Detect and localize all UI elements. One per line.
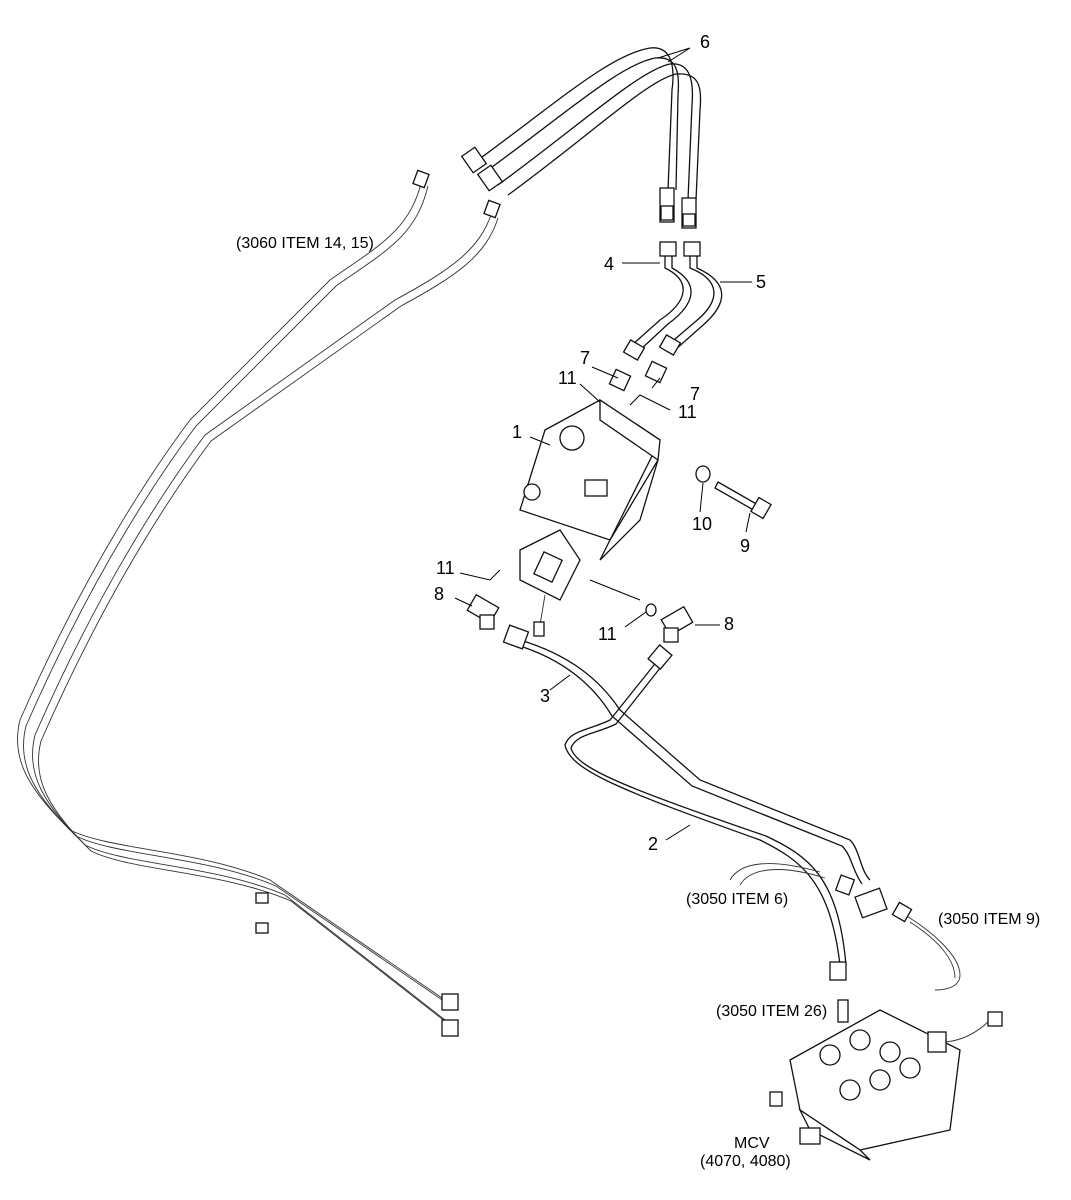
tubes-item-3060 (17, 169, 501, 1037)
callout-4: 4 (604, 254, 614, 274)
callout-11-upper-right: 11 (678, 402, 697, 422)
valve-block-item-1 (519, 398, 661, 637)
callout-7-left: 7 (580, 348, 590, 368)
callout-11-lower-right: 11 (598, 624, 617, 644)
ref-3050-item-6: (3050 ITEM 6) (686, 891, 788, 908)
callout-9: 9 (740, 536, 750, 556)
bolt-item-9 (714, 481, 772, 520)
elbow-item-8-right (660, 605, 694, 643)
ref-3060-item-14-15: (3060 ITEM 14, 15) (236, 235, 374, 252)
callout-10: 10 (692, 514, 712, 534)
leader-lines (454, 47, 752, 841)
callout-5: 5 (756, 272, 766, 292)
ref-3050-item-26: (3050 ITEM 26) (716, 1003, 827, 1020)
mcv-label: MCV (734, 1135, 770, 1152)
elbow-item-8-left (466, 593, 500, 630)
mcv-valve (769, 999, 1003, 1161)
callout-1: 1 (512, 422, 522, 442)
callout-2: 2 (648, 834, 658, 854)
callout-8-left: 8 (434, 584, 444, 604)
callout-7-right: 7 (690, 384, 700, 404)
tube-item-5 (658, 241, 723, 356)
tube-item-2 (564, 644, 847, 981)
fitting-item-3050-6 (834, 874, 856, 896)
adapter-item-7-left (608, 368, 632, 392)
tube-item-3 (502, 624, 871, 885)
o-ring-item-11 (645, 603, 657, 617)
hose-item-3050-9 (904, 914, 961, 991)
callout-11-upper-left: 11 (558, 368, 577, 388)
ref-3050-item-9: (3050 ITEM 9) (938, 911, 1040, 928)
tee-fitting (854, 887, 888, 919)
callout-3: 3 (540, 686, 550, 706)
fitting-item-3050-9 (891, 901, 913, 923)
callout-8-right: 8 (724, 614, 734, 634)
callout-11-lower-left: 11 (436, 558, 455, 578)
tube-item-4 (622, 241, 692, 361)
hose-item-6 (460, 47, 702, 229)
mcv-ref-label: (4070, 4080) (700, 1153, 791, 1170)
hose-item-3050-6 (729, 863, 826, 886)
adapter-item-7-right (644, 360, 668, 384)
callout-6: 6 (700, 32, 710, 52)
washer-item-10 (695, 465, 711, 483)
